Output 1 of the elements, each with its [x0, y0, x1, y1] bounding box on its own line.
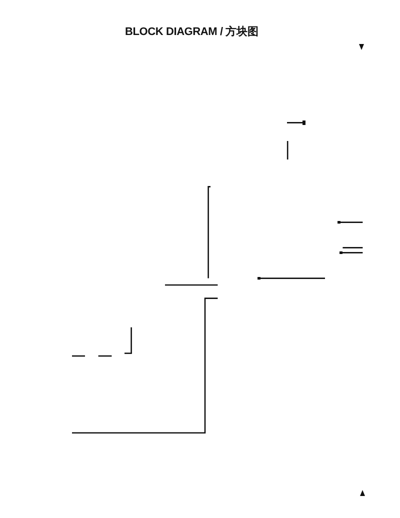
diagram-title: BLOCK DIAGRAM / 方块图	[125, 26, 258, 38]
